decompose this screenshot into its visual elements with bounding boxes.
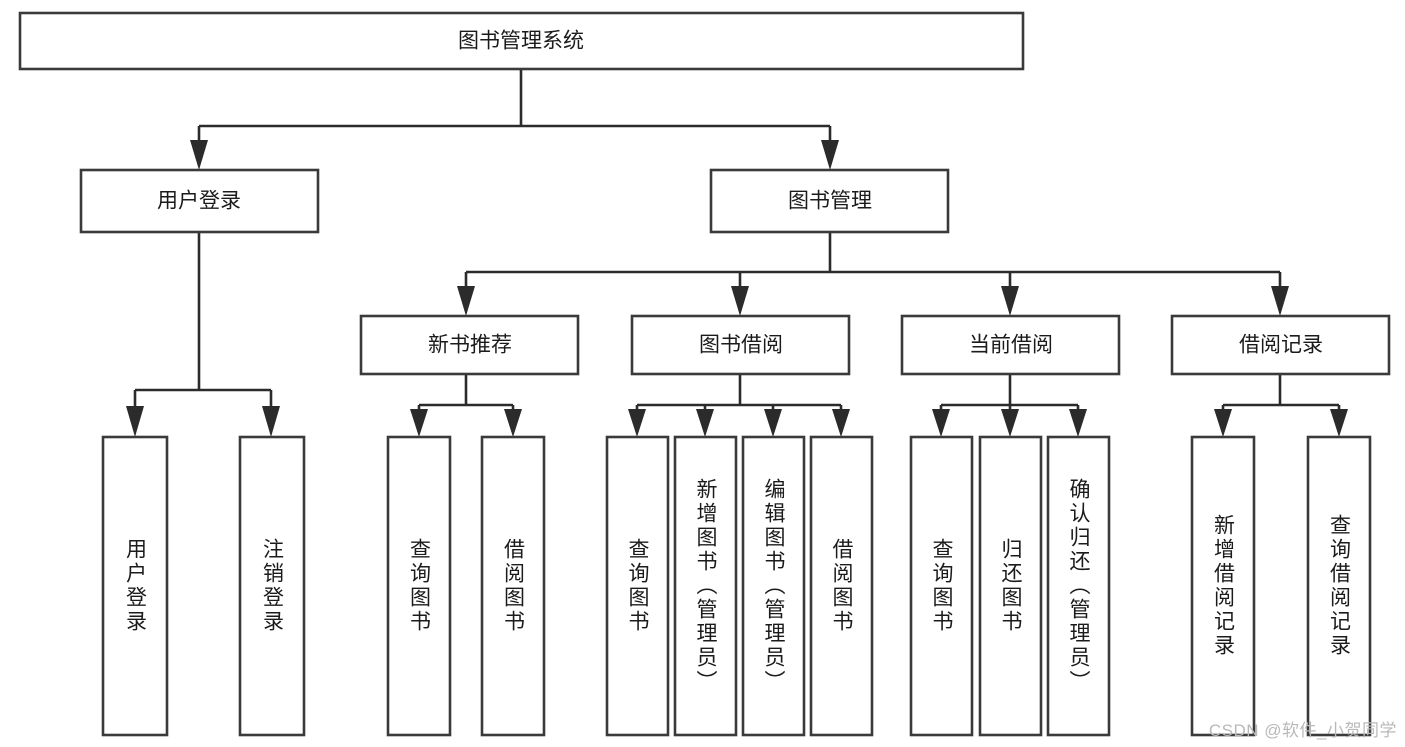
leaf-box-borrow-book-1[interactable] — [480, 435, 546, 737]
arrow-head-book-borrow — [731, 286, 749, 316]
node-book-borrow-box[interactable] — [630, 314, 851, 376]
arrow-head-leaf-query-book-1 — [410, 409, 428, 437]
node-current-borrow-box[interactable] — [900, 314, 1121, 376]
arrow-head-leaf-query-book-3 — [932, 409, 950, 437]
connector-group-root — [190, 69, 839, 170]
node-root[interactable]: 图书管理系统 — [18, 11, 1025, 71]
arrow-head-leaf-logout-login — [262, 406, 280, 437]
arrow-head-leaf-query-book-2 — [628, 409, 646, 437]
connector-group-book-management — [457, 232, 1289, 316]
node-new-book-recommend-box[interactable] — [359, 314, 580, 376]
arrow-head-leaf-borrow-book-2 — [832, 409, 850, 437]
leaf-box-confirm-return[interactable] — [1046, 435, 1111, 737]
arrow-head-book-management — [821, 140, 839, 170]
connector-group-borrow-record — [1214, 374, 1348, 437]
arrow-head-leaf-return-book — [1001, 409, 1019, 437]
node-new-book-recommend[interactable]: 新书推荐 — [359, 314, 580, 376]
arrow-head-leaf-query-record — [1330, 409, 1348, 437]
node-book-borrow-label: 图书借阅 — [699, 334, 783, 357]
node-user-login-label: 用户登录 — [157, 190, 241, 213]
node-current-borrow-label: 当前借阅 — [969, 334, 1053, 357]
node-current-borrow[interactable]: 当前借阅 — [900, 314, 1121, 376]
arrow-head-leaf-confirm-return — [1069, 409, 1087, 437]
arrow-head-borrow-record — [1271, 286, 1289, 316]
node-user-login-box[interactable] — [79, 168, 320, 234]
connector-group-new-book-recommend — [410, 374, 522, 437]
leaf-box-query-book-2[interactable] — [605, 435, 670, 737]
leaf-box-user-login[interactable] — [101, 435, 169, 737]
arrow-head-new-book-recommend — [457, 286, 475, 316]
arrow-head-leaf-add-book — [696, 409, 714, 437]
node-borrow-record-box[interactable] — [1170, 314, 1391, 376]
leaf-box-query-book-3[interactable] — [909, 435, 974, 737]
leaf-box-borrow-book-2[interactable] — [809, 435, 874, 737]
node-book-management[interactable]: 图书管理 — [709, 168, 950, 234]
connector-group-user-login — [126, 232, 280, 437]
arrow-head-current-borrow — [1001, 286, 1019, 316]
connector-group-book-borrow — [628, 374, 850, 437]
node-borrow-record-label: 借阅记录 — [1239, 334, 1323, 357]
node-root-label: 图书管理系统 — [458, 30, 584, 53]
node-user-login[interactable]: 用户登录 — [79, 168, 320, 234]
node-borrow-record[interactable]: 借阅记录 — [1170, 314, 1391, 376]
leaf-box-add-book[interactable] — [673, 435, 738, 737]
leaf-box-return-book[interactable] — [978, 435, 1043, 737]
connector-group-current-borrow — [932, 374, 1087, 437]
node-new-book-recommend-label: 新书推荐 — [428, 334, 512, 357]
leaf-box-add-record[interactable] — [1190, 435, 1256, 737]
arrow-head-leaf-user-login — [126, 406, 144, 437]
node-book-management-label: 图书管理 — [788, 190, 872, 213]
watermark-text: CSDN @软件_小贺同学 — [1208, 721, 1397, 740]
leaf-box-edit-book[interactable] — [741, 435, 806, 737]
node-root-box[interactable] — [18, 11, 1025, 71]
node-book-management-box[interactable] — [709, 168, 950, 234]
leaf-box-query-record[interactable] — [1306, 435, 1372, 737]
arrow-head-user-login — [190, 140, 208, 170]
leaf-box-logout-login[interactable] — [238, 435, 306, 737]
node-book-borrow[interactable]: 图书借阅 — [630, 314, 851, 376]
arrow-head-leaf-borrow-book-1 — [504, 409, 522, 437]
arrow-head-leaf-add-record — [1214, 409, 1232, 437]
leaf-box-query-book-1[interactable] — [386, 435, 452, 737]
arrow-head-leaf-edit-book — [764, 409, 782, 437]
